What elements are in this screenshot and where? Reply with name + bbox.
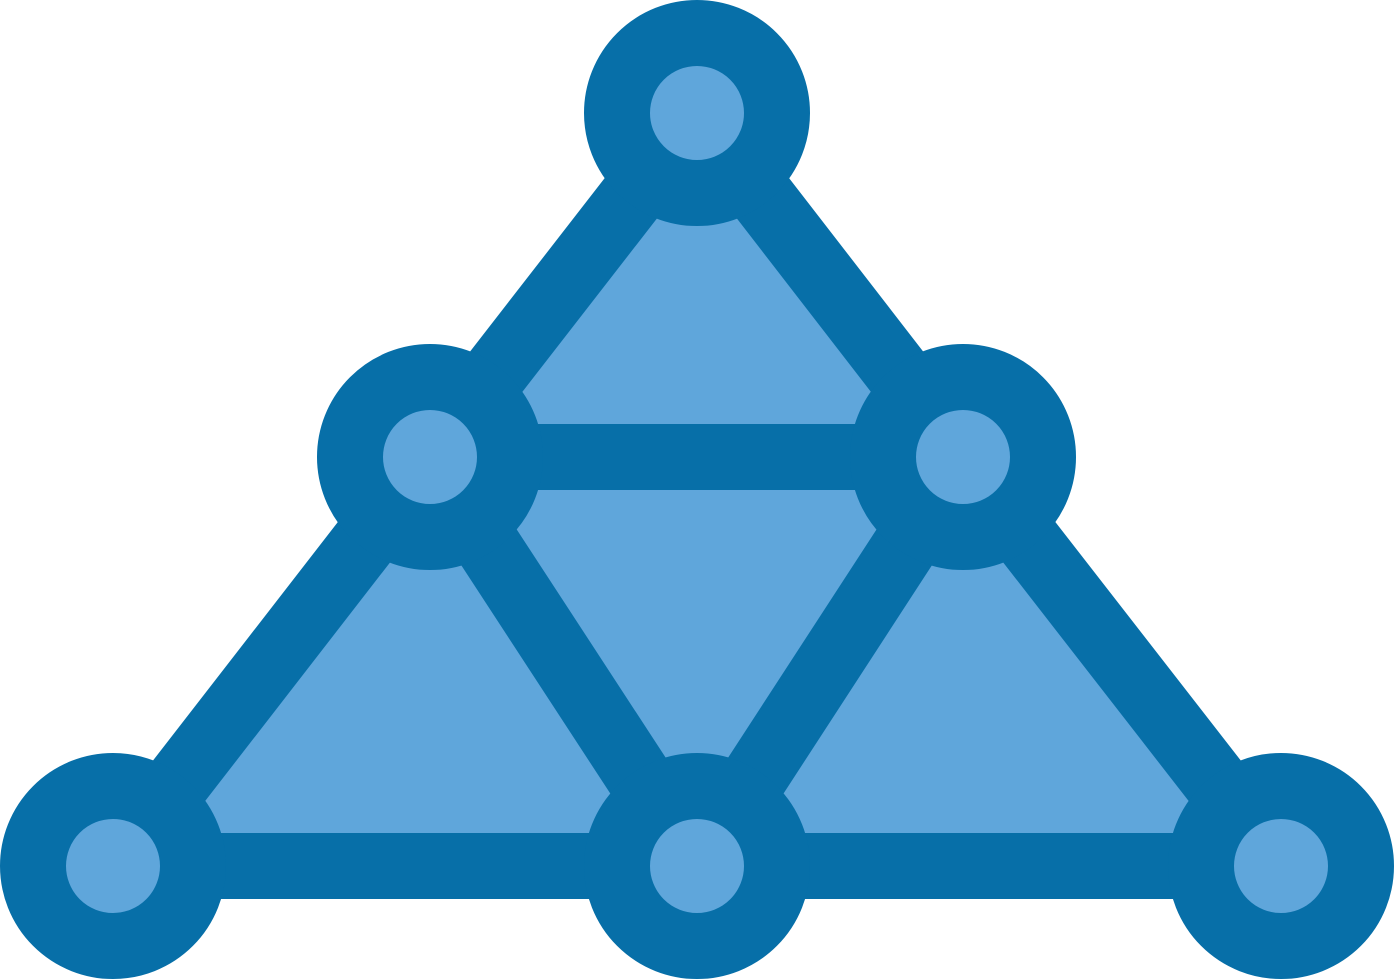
triangle-face-4 [697, 457, 1281, 866]
triangle-face-3 [430, 457, 963, 866]
node-bottom-left [0, 753, 226, 979]
node-bottom-center [584, 753, 810, 979]
node-bottom-right [1168, 753, 1394, 979]
triangle-faces [113, 113, 1281, 866]
node-mid-right [850, 344, 1076, 570]
triangle-face-1 [430, 113, 963, 457]
triangle-face-2 [113, 457, 697, 866]
node-top [584, 0, 810, 226]
node-mid-left [317, 344, 543, 570]
